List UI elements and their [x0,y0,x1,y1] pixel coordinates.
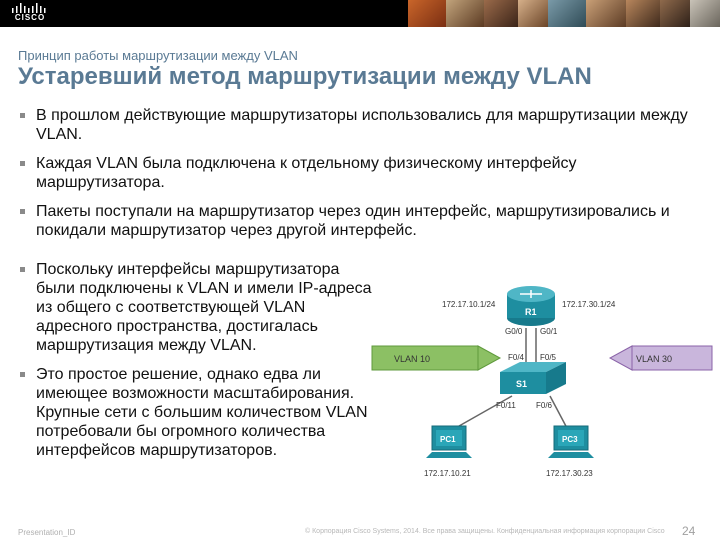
banner-photo-3 [484,0,518,27]
banner-photo-1 [408,0,446,27]
copyright-text: © Корпорация Cisco Systems, 2014. Все пр… [305,528,665,535]
header-banner: CISCO [0,0,720,27]
banner-photo-9 [690,0,720,27]
router-ip-left: 172.17.10.1/24 [442,300,496,309]
bullet-item: Поскольку интерфейсы маршрутизатора были… [18,260,378,355]
banner-photo-4 [518,0,548,27]
page-number: 24 [682,524,696,538]
cisco-logo: CISCO [8,3,52,23]
vlan30-arrow: VLAN 30 [608,345,713,371]
port-f06-label: F0/6 [536,401,553,410]
banner-photo-7 [626,0,660,27]
vlan10-label: VLAN 10 [394,354,430,364]
top-bullet-list: В прошлом действующие маршрутизаторы исп… [18,106,708,250]
cisco-logo-text: CISCO [14,13,46,22]
pc3-label: PC3 [562,435,578,444]
vlan30-label: VLAN 30 [636,354,672,364]
port-g01-label: G0/1 [540,327,558,336]
switch-icon: S1 [500,362,566,394]
bullet-item: Это простое решение, однако едва ли имею… [18,365,378,460]
pc1-icon: PC1 [426,425,472,458]
pc3-ip: 172.17.30.23 [546,469,593,478]
bullet-item: В прошлом действующие маршрутизаторы исп… [18,106,708,144]
pc1-label: PC1 [440,435,456,444]
router-label: R1 [525,307,537,317]
presentation-id: Presentation_ID [18,528,76,537]
pc1-ip: 172.17.10.21 [424,469,471,478]
switch-label: S1 [516,379,527,389]
banner-photo-6 [586,0,626,27]
router-ip-right: 172.17.30.1/24 [562,300,616,309]
vlan10-arrow: VLAN 10 [371,345,502,371]
bullet-item: Каждая VLAN была подключена к отдельному… [18,154,708,192]
left-bullet-list: Поскольку интерфейсы маршрутизатора были… [18,260,378,470]
network-diagram: VLAN 10 VLAN 30 R1 172.17.10.1/24 172.17… [371,286,713,478]
port-g00-label: G0/0 [505,327,523,336]
port-f05-label: F0/5 [540,353,557,362]
cisco-bars-icon [12,3,46,13]
link-s1-pc3 [549,395,569,431]
banner-photo-5 [548,0,586,27]
bullet-item: Пакеты поступали на маршрутизатор через … [18,202,708,240]
slide-subtitle: Принцип работы маршрутизации между VLAN [18,48,298,63]
banner-photo-8 [660,0,690,27]
banner-photo-2 [446,0,484,27]
pc3-icon: PC3 [548,425,594,458]
port-f011-label: F0/11 [496,401,516,410]
router-icon: R1 [507,286,555,326]
slide-title: Устаревший метод маршрутизации между VLA… [18,63,592,90]
link-s1-pc1 [451,395,513,431]
port-f04-label: F0/4 [508,353,525,362]
